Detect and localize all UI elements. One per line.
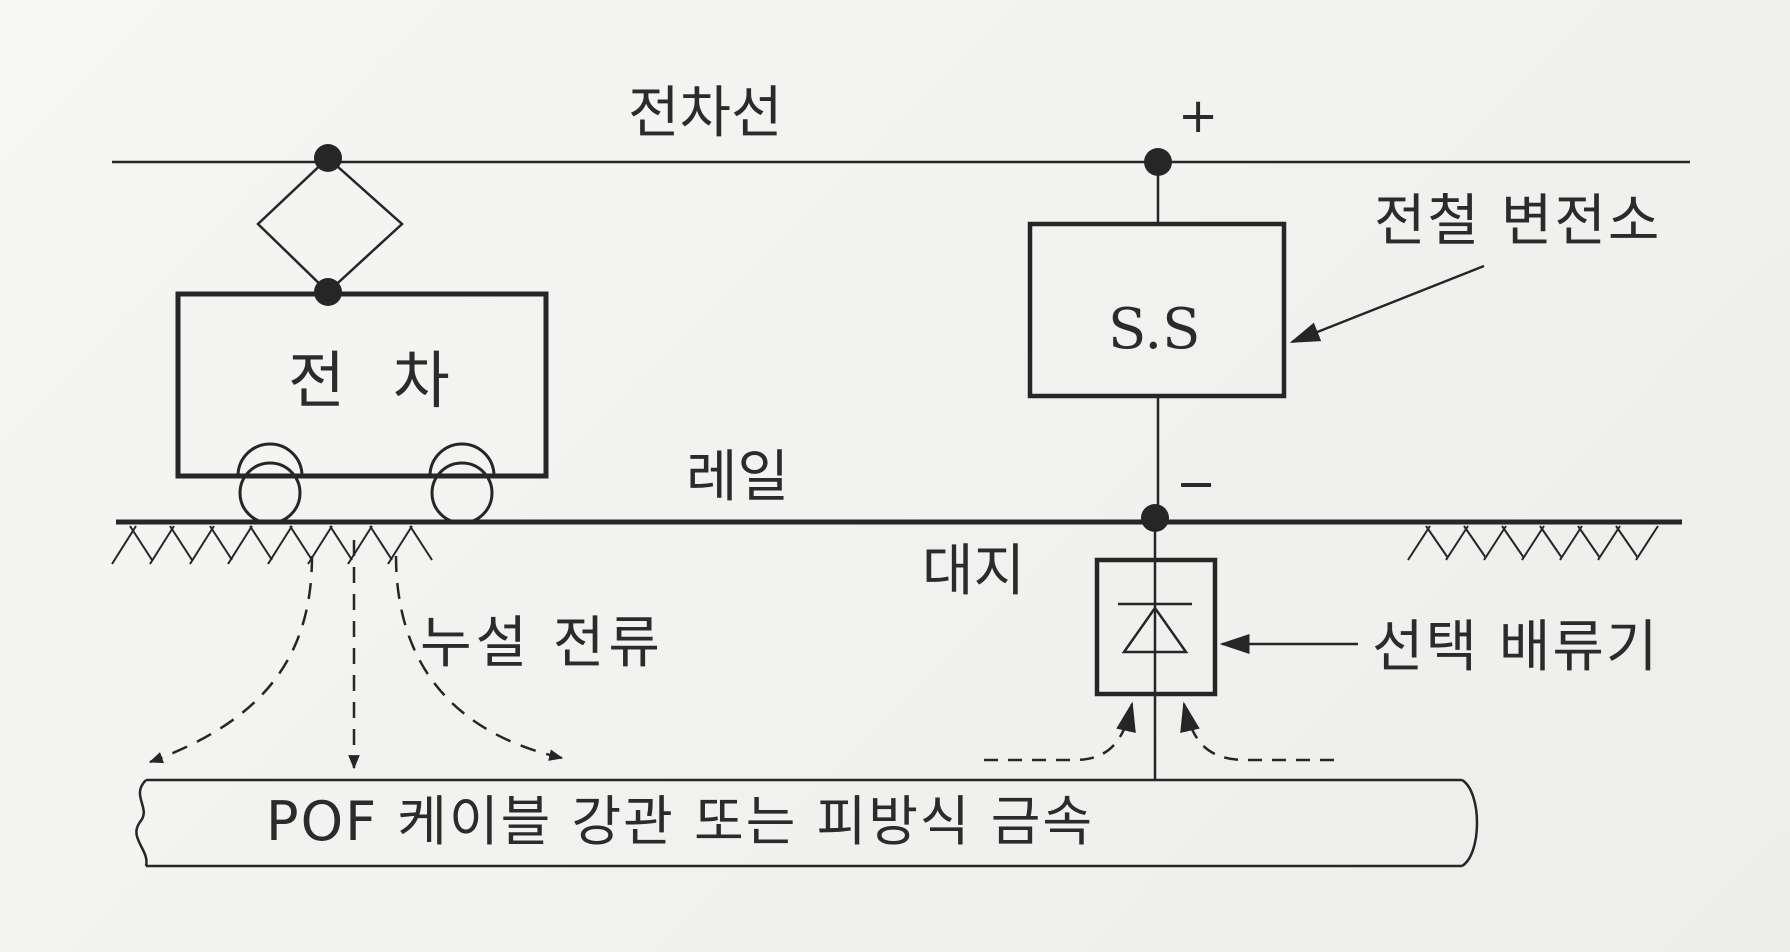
return-current-arrows <box>984 701 1334 762</box>
rail-label: 레일 <box>686 445 789 510</box>
minus-sign: − <box>1176 456 1216 512</box>
pantograph-icon <box>256 144 404 306</box>
pipe-shape <box>135 778 1479 868</box>
ground-hatch-icon <box>1407 525 1659 561</box>
drainage-label: 선택 배류기 <box>1372 615 1659 680</box>
tram-body <box>175 291 549 479</box>
wheel-icon <box>428 442 496 525</box>
trolley-wire-label: 전차선 <box>628 81 783 146</box>
substation-pointer-arrow <box>1289 264 1485 344</box>
substation-name: 전철 변전소 <box>1374 189 1661 254</box>
tram-label: 전 차 <box>288 344 464 417</box>
plus-sign: + <box>1178 88 1218 144</box>
pipe-label: POF 케이블 강관 또는 피방식 금속 <box>266 790 1094 853</box>
stray-current-label: 누설 전류 <box>420 611 664 676</box>
substation-box-label: S.S <box>1108 297 1201 362</box>
ground-hatch-icon <box>111 525 433 565</box>
earth-label: 대지 <box>922 539 1025 604</box>
diode-icon <box>1118 560 1192 694</box>
wheel-icon <box>236 442 304 525</box>
wire-junction-dot <box>1144 148 1172 176</box>
stray-current-arrows <box>148 540 564 770</box>
